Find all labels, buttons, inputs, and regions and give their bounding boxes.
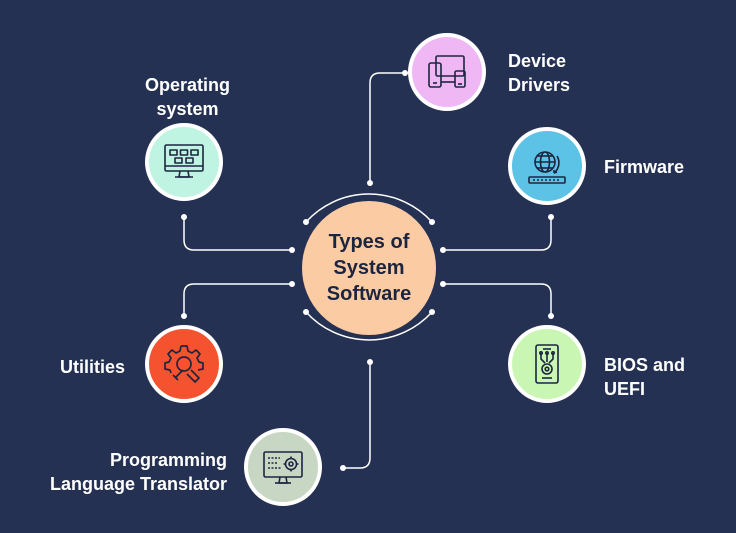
center-title-line: Software xyxy=(326,283,412,305)
connector-programming xyxy=(342,361,371,469)
center-title-line: System xyxy=(333,257,405,279)
label-line: system xyxy=(156,99,219,119)
connector-utilities xyxy=(183,283,293,317)
label-operating-system: Operating system xyxy=(140,73,235,121)
connector-device-drivers xyxy=(369,72,406,184)
node-bios-uefi xyxy=(508,325,586,403)
label-line: BIOS and xyxy=(604,355,686,375)
center-arc-top xyxy=(305,193,433,223)
label-line: Operating xyxy=(144,75,230,95)
node-utilities xyxy=(145,325,223,403)
chip-board-icon xyxy=(535,344,559,384)
globe-chip-icon xyxy=(528,151,566,184)
connector-bios-uefi xyxy=(442,283,552,317)
devices-icon xyxy=(428,55,466,88)
label-line: Language Translator xyxy=(49,474,227,494)
label-line: Drivers xyxy=(508,75,571,95)
connector-firmware xyxy=(442,216,552,251)
center-arc-bottom xyxy=(305,311,433,341)
label-line: Firmware xyxy=(604,157,685,177)
node-firmware xyxy=(508,127,586,205)
label-line: Utilities xyxy=(60,357,126,377)
label-programming-language-translator: Programming Language Translator xyxy=(28,448,227,496)
gear-wrench-icon xyxy=(164,345,204,383)
node-operating-system xyxy=(145,123,223,201)
code-monitor-icon xyxy=(263,451,303,484)
monitor-desktop-icon xyxy=(164,144,204,178)
label-firmware: Firmware xyxy=(604,155,684,179)
label-bios-uefi: BIOS and UEFI xyxy=(604,353,685,401)
connector-operating-system xyxy=(183,216,293,251)
label-line: UEFI xyxy=(604,379,646,399)
center-node: Types of System Software xyxy=(302,201,436,335)
center-title: Types of System Software xyxy=(314,229,424,307)
node-device-drivers xyxy=(408,33,486,111)
label-line: Device xyxy=(508,51,567,71)
node-programming-language-translator xyxy=(244,428,322,506)
center-title-line: Types of xyxy=(328,231,410,253)
label-line: Programming xyxy=(109,450,227,470)
label-device-drivers: Device Drivers xyxy=(508,49,570,97)
label-utilities: Utilities xyxy=(60,355,125,379)
